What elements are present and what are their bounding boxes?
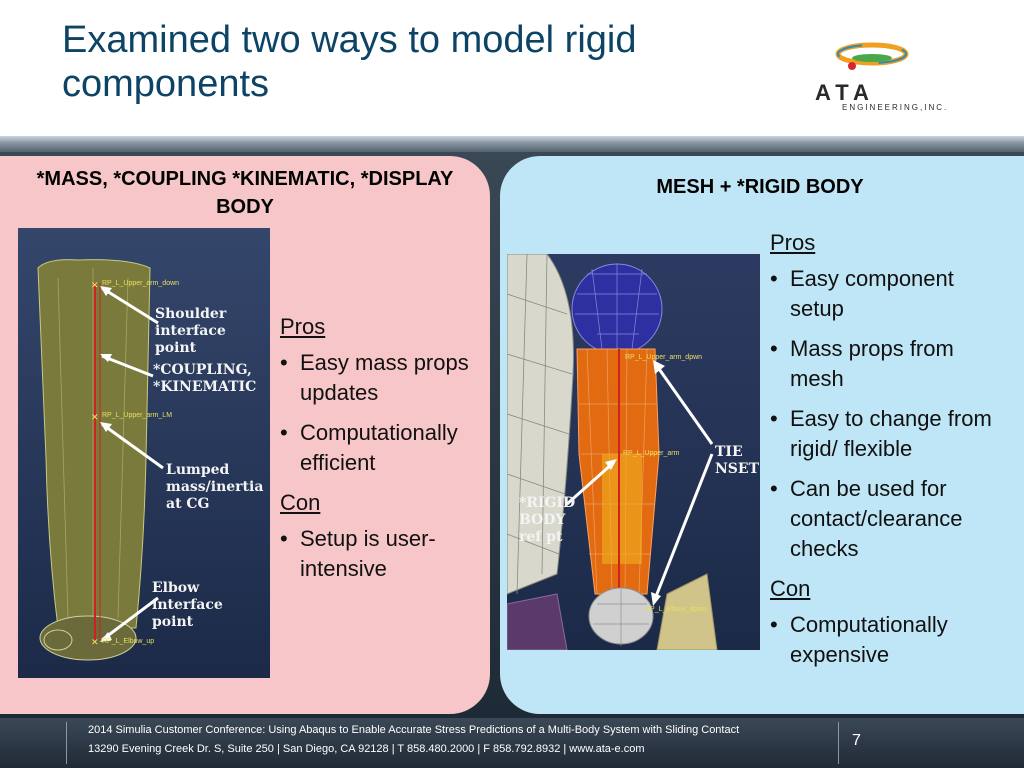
logo-text: ATA <box>815 80 875 105</box>
pros-heading: Pros <box>770 230 816 255</box>
tie-nset-label: TIE NSET <box>715 444 759 477</box>
right-panel-title: MESH + *RIGID BODY <box>656 176 864 198</box>
upper-arm-model-icon: ✕ ✕ ✕ <box>37 259 164 661</box>
rp-mid-label: RP_L_Upper_arm_LM <box>102 412 173 419</box>
shoulder-label: Shoulder interface point <box>155 306 227 356</box>
lumped-mass-label: Lumped mass/inertia at CG <box>166 462 264 512</box>
list-item: •Easy mass props updates <box>280 350 469 405</box>
pros-list: •Easy mass props updates •Computationall… <box>280 348 485 478</box>
right-pros-cons: Pros •Easy component setup •Mass props f… <box>770 228 1000 680</box>
con-heading: Con <box>770 576 811 601</box>
footer <box>0 718 1024 768</box>
footer-divider-left <box>66 722 67 764</box>
footer-divider-right <box>838 722 839 764</box>
list-item: •Can be used for contact/clearance check… <box>770 476 963 561</box>
svg-text:✕: ✕ <box>91 280 99 290</box>
footer-address-text: 13290 Evening Creek Dr. S, Suite 250 | S… <box>88 743 645 755</box>
list-item: •Computationally expensive <box>770 612 948 667</box>
rigid-body-mesh-icon <box>507 254 718 650</box>
rp-top-label: RP_L_Upper_arm_down <box>102 280 180 287</box>
pros-heading: Pros <box>280 314 326 339</box>
list-item: •Setup is user-intensive <box>280 526 436 581</box>
list-item: •Mass props from mesh <box>770 336 954 391</box>
right-figure: RP_L_Upper_arm_dpwn RP_L_Upper_arm RP_L_… <box>507 254 760 650</box>
slide-title: Examined two ways to model rigid compone… <box>62 19 637 105</box>
rp-mid-label: RP_L_Upper_arm <box>623 450 680 457</box>
left-pros-cons: Pros •Easy mass props updates •Computati… <box>280 312 485 594</box>
page-number: 7 <box>852 732 861 749</box>
rp-bottom-label: RP_L_Elbow_up <box>102 638 155 645</box>
svg-text:✕: ✕ <box>91 412 99 422</box>
left-figure: ✕ ✕ ✕ RP_L_Upper_arm_down RP_L_Upper_arm… <box>18 228 270 678</box>
list-item: •Computationally efficient <box>280 420 458 475</box>
ata-logo-icon <box>835 42 909 70</box>
footer-conference-text: 2014 Simulia Customer Conference: Using … <box>88 724 740 736</box>
rigid-body-label: *RIGID BODY ref pt <box>519 495 576 545</box>
left-panel-title: *MASS, *COUPLING *KINEMATIC, *DISPLAY BO… <box>36 168 454 218</box>
elbow-label: Elbow interface point <box>152 580 223 630</box>
con-heading: Con <box>280 490 321 515</box>
list-item: •Easy component setup <box>770 266 954 321</box>
list-item: •Easy to change from rigid/ flexible <box>770 406 992 461</box>
coupling-label: *COUPLING, *KINEMATIC <box>153 362 257 395</box>
rp-top-label: RP_L_Upper_arm_dpwn <box>625 354 703 361</box>
cons-list: •Computationally expensive <box>770 610 1000 670</box>
svg-text:✕: ✕ <box>91 637 99 647</box>
logo-subtext: ENGINEERING,INC. <box>842 103 949 112</box>
pros-list: •Easy component setup •Mass props from m… <box>770 264 1000 564</box>
cons-list: •Setup is user-intensive <box>280 524 485 584</box>
rp-bottom-label: RP_L_Elbow_dpwn <box>645 606 707 613</box>
